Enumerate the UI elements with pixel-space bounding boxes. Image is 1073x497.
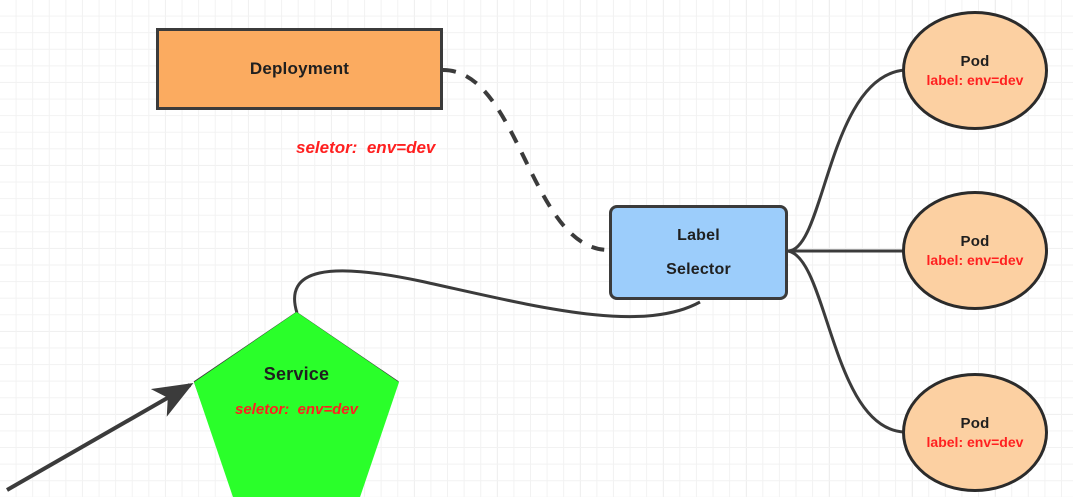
pod-2-title: Pod bbox=[960, 233, 990, 250]
pod-1-label-caption: label: env=dev bbox=[926, 72, 1024, 88]
pod-3-label-caption: label: env=dev bbox=[926, 434, 1024, 450]
pod-3-title: Pod bbox=[960, 415, 990, 432]
deployment-selector-caption: seletor: env=dev bbox=[296, 138, 436, 157]
edge-label-selector-to-pod-3 bbox=[787, 249, 906, 434]
pod-2-label-caption: label: env=dev bbox=[926, 252, 1024, 268]
deployment-title: Deployment bbox=[249, 59, 350, 78]
pod-1-title: Pod bbox=[960, 53, 990, 70]
node-label-selector[interactable]: Label Selector bbox=[609, 205, 788, 300]
service-title: Service bbox=[263, 364, 330, 384]
node-pod-1[interactable]: Pod label: env=dev bbox=[902, 11, 1048, 130]
edge-incoming-traffic-arrow bbox=[6, 383, 194, 492]
service-selector-caption: seletor: env=dev bbox=[235, 401, 358, 418]
label-selector-title-line2: Selector bbox=[666, 260, 731, 278]
edge-deployment-to-label-selector bbox=[442, 68, 610, 252]
node-pod-2[interactable]: Pod label: env=dev bbox=[902, 191, 1048, 310]
node-deployment[interactable]: Deployment bbox=[156, 28, 443, 110]
node-service[interactable]: Service seletor: env=dev bbox=[194, 312, 399, 497]
edge-label-selector-to-pod-1 bbox=[787, 68, 906, 253]
node-pod-3[interactable]: Pod label: env=dev bbox=[902, 373, 1048, 492]
label-selector-title-line1: Label bbox=[677, 226, 720, 244]
